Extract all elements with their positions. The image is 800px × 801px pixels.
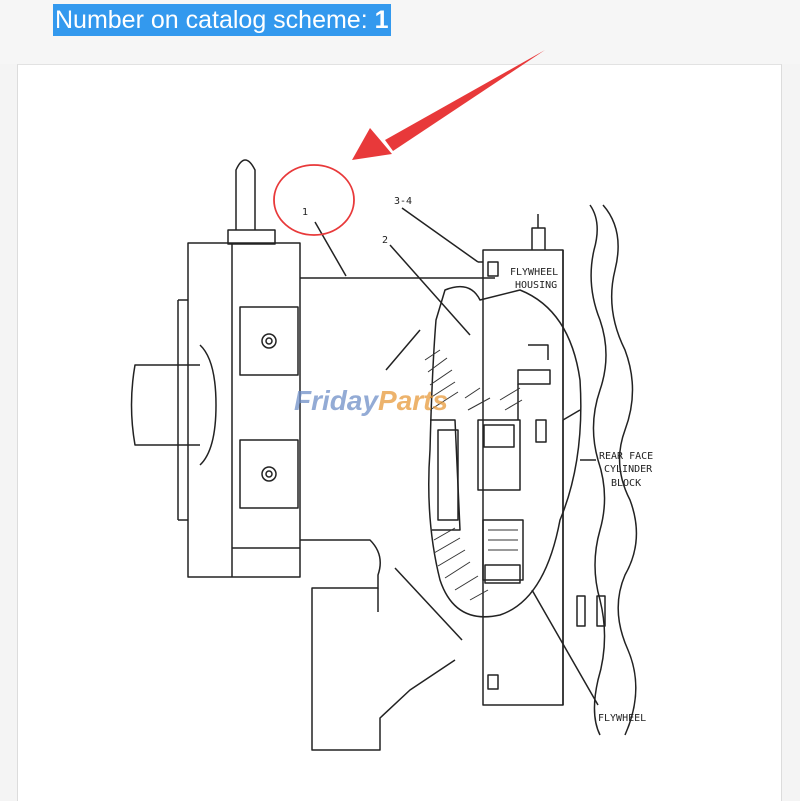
coupling-spring xyxy=(482,519,524,581)
red-arrow-head xyxy=(352,128,392,160)
red-arrow-shaft xyxy=(385,50,545,151)
label-rear-face-line3: BLOCK xyxy=(611,478,641,489)
leader-3-4 xyxy=(401,207,479,263)
shaft-flange xyxy=(199,344,217,466)
leader-1 xyxy=(314,221,347,277)
catalog-scheme-label-text: Number on catalog scheme: xyxy=(55,6,375,34)
annotation-marker xyxy=(273,50,545,236)
label-flywheel: FLYWHEEL xyxy=(598,713,646,724)
label-rear-face-line1: REAR FACE xyxy=(599,451,653,462)
lifting-eye-base xyxy=(227,229,276,245)
flywheel-bolt xyxy=(517,369,551,385)
label-rear-face-line2: CYLINDER xyxy=(604,464,653,475)
catalog-scheme-label: Number on catalog scheme: 1 xyxy=(53,4,391,36)
dowel xyxy=(531,227,546,250)
cutaway-section xyxy=(428,285,582,618)
callout-3-4: 3-4 xyxy=(394,196,412,207)
coupling-hub xyxy=(477,419,521,491)
leader-flywheel xyxy=(531,589,599,706)
lifting-eye xyxy=(235,159,256,230)
bolt-upper xyxy=(261,333,277,349)
watermark-parts: Parts xyxy=(378,385,448,416)
callout-1: 1 xyxy=(302,207,308,218)
lower-bracket xyxy=(300,539,456,751)
section-hatching xyxy=(424,349,523,601)
header-bar: Number on catalog scheme: 1 xyxy=(0,0,800,64)
label-flywheel-housing-line1: FLYWHEEL xyxy=(510,267,558,278)
cylinder-block-edge xyxy=(589,204,607,736)
bolt-lower xyxy=(261,466,277,482)
callout-2: 2 xyxy=(382,235,388,246)
flywheel-housing xyxy=(482,249,564,706)
leader-2 xyxy=(389,244,471,336)
shaft xyxy=(130,364,200,446)
red-circle-highlight xyxy=(273,164,355,236)
svg-text:FridayParts: FridayParts xyxy=(294,385,448,416)
diagram-frame xyxy=(17,64,782,801)
bolt-plate-lower xyxy=(239,439,299,509)
watermark-logo: FridayParts xyxy=(294,385,448,416)
cylinder-block-rear xyxy=(602,204,638,736)
bolt-plate-upper xyxy=(239,306,299,376)
label-flywheel-housing-line2: HOUSING xyxy=(515,280,557,291)
coupling-bearing xyxy=(437,429,459,521)
watermark-friday: Friday xyxy=(294,385,379,416)
catalog-scheme-number: 1 xyxy=(374,6,389,34)
pump-body xyxy=(187,242,301,578)
